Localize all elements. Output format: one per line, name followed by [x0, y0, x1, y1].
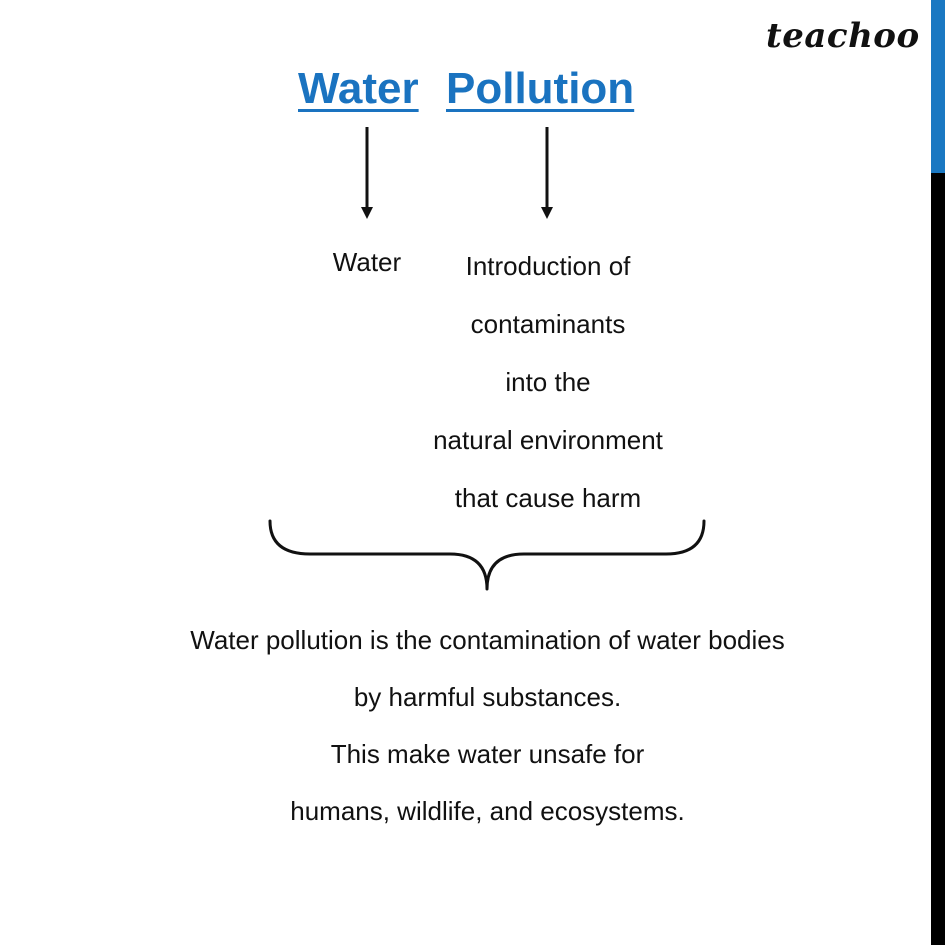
- summary-definition: Water pollution is the contamination of …: [80, 612, 895, 840]
- label-water-meaning: Water: [332, 247, 402, 277]
- title-word-pollution: Pollution: [446, 64, 635, 113]
- side-bar-accent: [931, 0, 945, 173]
- summary-line: humans, wildlife, and ecosystems.: [290, 796, 685, 826]
- pollution-line: Introduction of: [465, 251, 631, 281]
- curly-brace: [268, 519, 706, 591]
- arrow-water: [361, 127, 373, 219]
- arrow-pollution: [541, 127, 553, 219]
- title-word-water: Water: [298, 64, 419, 113]
- pollution-line: into the: [505, 367, 591, 397]
- side-bar: [931, 0, 945, 945]
- pollution-line: natural environment: [433, 425, 663, 455]
- pollution-line: that cause harm: [454, 483, 642, 513]
- pollution-line: contaminants: [470, 309, 626, 339]
- brand-logo: teachoo: [766, 16, 920, 56]
- summary-line: Water pollution is the contamination of …: [190, 625, 785, 655]
- label-pollution-meaning: Introduction of contaminants into the na…: [388, 237, 708, 527]
- summary-line: by harmful substances.: [353, 682, 622, 712]
- summary-line: This make water unsafe for: [330, 739, 645, 769]
